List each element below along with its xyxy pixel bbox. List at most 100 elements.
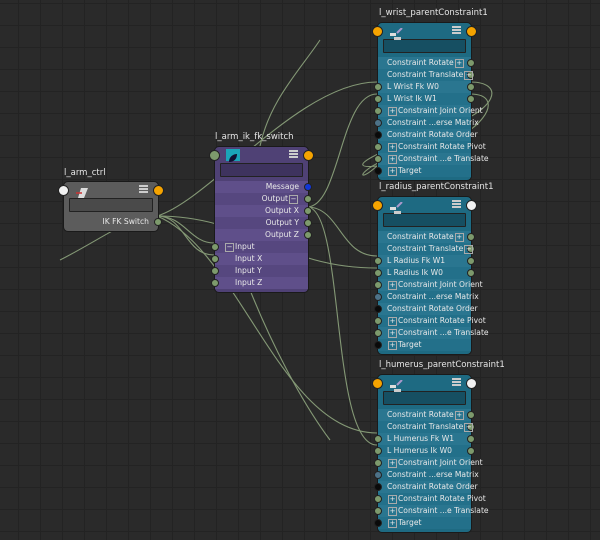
attribute-input-port[interactable]	[374, 143, 382, 151]
attribute-row[interactable]: L Wrist Fk W0	[374, 81, 475, 93]
expand-icon[interactable]: +	[388, 280, 397, 290]
expand-icon[interactable]: +	[388, 106, 397, 116]
attribute-output-port[interactable]	[467, 95, 475, 103]
node-name-field[interactable]	[220, 163, 303, 177]
attribute-row[interactable]: L Humerus Ik W0	[374, 445, 475, 457]
attribute-input-port[interactable]	[211, 267, 219, 275]
node-menu-icon[interactable]	[452, 26, 461, 35]
attribute-output-port[interactable]	[467, 233, 475, 241]
node-name-field[interactable]	[383, 213, 466, 227]
attribute-row[interactable]: Output−	[215, 193, 312, 205]
expand-icon[interactable]: +	[388, 340, 397, 350]
node-menu-icon[interactable]	[139, 185, 148, 194]
attribute-row[interactable]: +Constraint Rotate Pivot	[374, 141, 486, 153]
node-l-radius-parentconstraint1[interactable]: Constraint Rotate+Constraint Translate+L…	[372, 196, 489, 355]
expand-icon[interactable]: +	[464, 244, 474, 254]
attribute-input-port[interactable]	[374, 305, 382, 313]
attribute-output-port[interactable]	[467, 257, 475, 265]
attribute-row[interactable]: Constraint Rotate+	[378, 57, 475, 69]
attribute-output-port[interactable]	[304, 207, 312, 215]
l-radius-parentconstraint1-title[interactable]: l_radius_parentConstraint1	[379, 182, 494, 192]
attribute-row[interactable]: +Constraint ...e Translate	[374, 505, 489, 517]
attribute-input-port[interactable]	[374, 459, 382, 467]
attribute-output-port[interactable]	[154, 218, 162, 226]
l-arm-ctrl-title[interactable]: l_arm_ctrl	[64, 168, 106, 178]
attribute-row[interactable]: Constraint Translate+	[378, 421, 475, 433]
node-l-arm-ctrl[interactable]: IK FK Switch	[58, 181, 164, 232]
attribute-row[interactable]: +Target	[374, 517, 471, 529]
attribute-row[interactable]: Constraint ...erse Matrix	[374, 469, 479, 481]
expand-icon[interactable]: +	[388, 142, 397, 152]
node-output-port[interactable]	[466, 200, 477, 211]
node-input-port[interactable]	[372, 378, 383, 389]
attribute-output-port[interactable]	[467, 447, 475, 455]
attribute-input-port[interactable]	[374, 269, 382, 277]
expand-icon[interactable]: +	[388, 166, 397, 176]
attribute-input-port[interactable]	[374, 447, 382, 455]
collapse-icon[interactable]: −	[225, 242, 234, 252]
attribute-row[interactable]: Output X	[215, 205, 312, 217]
attribute-input-port[interactable]	[374, 483, 382, 491]
attribute-row[interactable]: Constraint Rotate+	[378, 409, 475, 421]
attribute-row[interactable]: IK FK Switch	[64, 216, 162, 228]
attribute-row[interactable]: Input Y	[211, 265, 308, 277]
attribute-row[interactable]: L Wrist Ik W1	[374, 93, 475, 105]
node-l-wrist-parentconstraint1[interactable]: Constraint Rotate+Constraint Translate+L…	[372, 22, 489, 181]
attribute-row[interactable]: Message	[215, 181, 312, 193]
attribute-row[interactable]: Constraint Rotate Order	[374, 303, 478, 315]
attribute-row[interactable]: L Humerus Fk W1	[374, 433, 475, 445]
attribute-row[interactable]: L Radius Fk W1	[374, 255, 475, 267]
node-input-port[interactable]	[209, 150, 220, 161]
attribute-row[interactable]: +Constraint Rotate Pivot	[374, 315, 486, 327]
attribute-output-port[interactable]	[304, 183, 312, 191]
attribute-input-port[interactable]	[374, 257, 382, 265]
attribute-output-port[interactable]	[467, 435, 475, 443]
attribute-input-port[interactable]	[374, 155, 382, 163]
attribute-row[interactable]: Constraint ...erse Matrix	[374, 117, 479, 129]
attribute-input-port[interactable]	[211, 243, 219, 251]
attribute-input-port[interactable]	[374, 341, 382, 349]
attribute-row[interactable]: L Radius Ik W0	[374, 267, 475, 279]
attribute-input-port[interactable]	[374, 83, 382, 91]
attribute-input-port[interactable]	[374, 167, 382, 175]
attribute-input-port[interactable]	[374, 107, 382, 115]
node-menu-icon[interactable]	[452, 378, 461, 387]
attribute-row[interactable]: +Constraint ...e Translate	[374, 327, 489, 339]
attribute-input-port[interactable]	[374, 317, 382, 325]
attribute-input-port[interactable]	[374, 293, 382, 301]
expand-icon[interactable]: +	[388, 518, 397, 528]
attribute-input-port[interactable]	[374, 95, 382, 103]
attribute-input-port[interactable]	[211, 255, 219, 263]
node-menu-icon[interactable]	[452, 200, 461, 209]
attribute-row[interactable]: Output Y	[215, 217, 312, 229]
attribute-input-port[interactable]	[374, 131, 382, 139]
attribute-row[interactable]: Constraint ...erse Matrix	[374, 291, 479, 303]
node-name-field[interactable]	[69, 198, 153, 212]
attribute-row[interactable]: Constraint Rotate Order	[374, 481, 478, 493]
attribute-output-port[interactable]	[467, 269, 475, 277]
attribute-input-port[interactable]	[374, 281, 382, 289]
attribute-output-port[interactable]	[304, 195, 312, 203]
attribute-row[interactable]: Output Z	[215, 229, 312, 241]
attribute-input-port[interactable]	[374, 435, 382, 443]
node-input-port[interactable]	[372, 26, 383, 37]
attribute-row[interactable]: +Target	[374, 165, 471, 177]
attribute-row[interactable]: −Input	[211, 241, 308, 253]
expand-icon[interactable]: +	[464, 70, 474, 80]
expand-icon[interactable]: +	[454, 232, 464, 242]
attribute-output-port[interactable]	[304, 219, 312, 227]
node-output-port[interactable]	[303, 150, 314, 161]
l-wrist-parentconstraint1-title[interactable]: l_wrist_parentConstraint1	[379, 8, 488, 18]
expand-icon[interactable]: +	[454, 410, 464, 420]
attribute-row[interactable]: +Constraint Rotate Pivot	[374, 493, 486, 505]
node-output-port[interactable]	[153, 185, 164, 196]
node-output-port[interactable]	[466, 26, 477, 37]
attribute-row[interactable]: +Constraint Joint Orient	[374, 279, 483, 291]
attribute-row[interactable]: Input Z	[211, 277, 308, 289]
collapse-icon[interactable]: −	[289, 194, 298, 204]
expand-icon[interactable]: +	[388, 328, 397, 338]
attribute-row[interactable]: +Constraint Joint Orient	[374, 457, 483, 469]
attribute-input-port[interactable]	[374, 507, 382, 515]
